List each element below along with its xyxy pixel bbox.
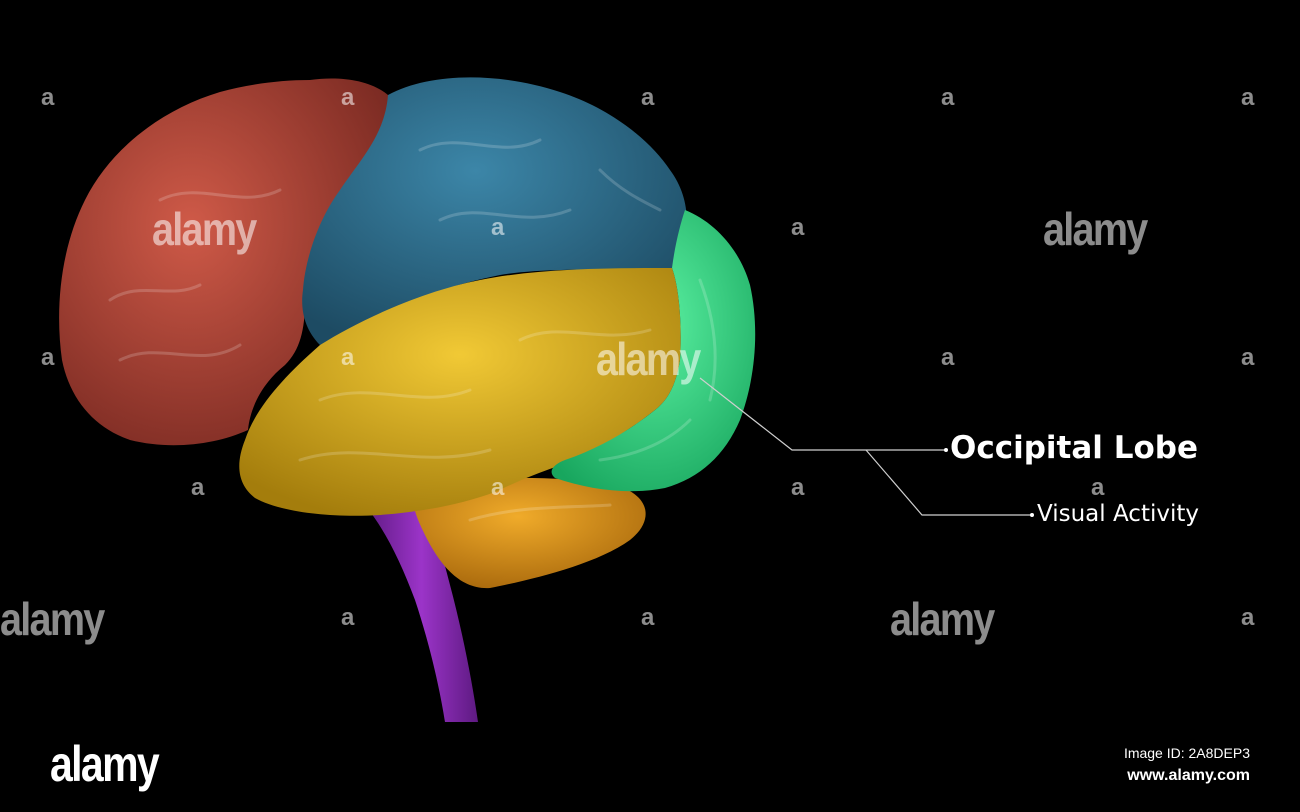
watermark-word: alamy — [890, 593, 995, 645]
brainstem — [365, 495, 478, 722]
watermark-letter: a — [1241, 344, 1255, 371]
watermark-letter: a — [191, 474, 205, 501]
watermark-letter: a — [1241, 84, 1255, 111]
watermark-letter: a — [941, 84, 955, 111]
occipital-lobe — [551, 210, 756, 492]
annotation-subtitle: Visual Activity — [1037, 501, 1199, 527]
cerebellum — [413, 478, 646, 589]
watermark-letter: a — [641, 84, 655, 111]
watermark-letter: a — [491, 474, 505, 501]
alamy-logo: alamy — [50, 736, 160, 792]
watermark-letter: a — [341, 604, 355, 631]
leader-line-subtitle — [865, 449, 1032, 516]
watermark-word: alamy — [596, 333, 701, 385]
watermark-letter: a — [41, 84, 55, 111]
watermark-letter: a — [341, 344, 355, 371]
gyri-highlights — [108, 138, 717, 522]
watermark-letter: a — [641, 604, 655, 631]
leader-dot-subtitle — [1030, 513, 1034, 517]
watermark-letter: a — [941, 344, 955, 371]
watermark-word: alamy — [0, 593, 105, 645]
watermark-word: alamy — [1043, 203, 1148, 255]
watermark-letter: a — [41, 344, 55, 371]
watermark-word: alamy — [152, 203, 257, 255]
watermark-letter: a — [791, 214, 805, 241]
watermark-letter: a — [491, 214, 505, 241]
watermark-letter: a — [341, 84, 355, 111]
watermark-letter: a — [1241, 604, 1255, 631]
watermark-letter: a — [791, 474, 805, 501]
parietal-lobe — [302, 77, 687, 346]
leader-line-title — [699, 377, 946, 451]
site-url: www.alamy.com — [1127, 767, 1250, 784]
image-id: Image ID: 2A8DEP3 — [1123, 745, 1250, 761]
frontal-lobe — [59, 78, 389, 446]
annotation-title: Occipital Lobe — [950, 430, 1198, 466]
temporal-lobe — [239, 268, 681, 516]
leader-dot-title — [944, 448, 948, 452]
watermark-letter: a — [1091, 474, 1105, 501]
